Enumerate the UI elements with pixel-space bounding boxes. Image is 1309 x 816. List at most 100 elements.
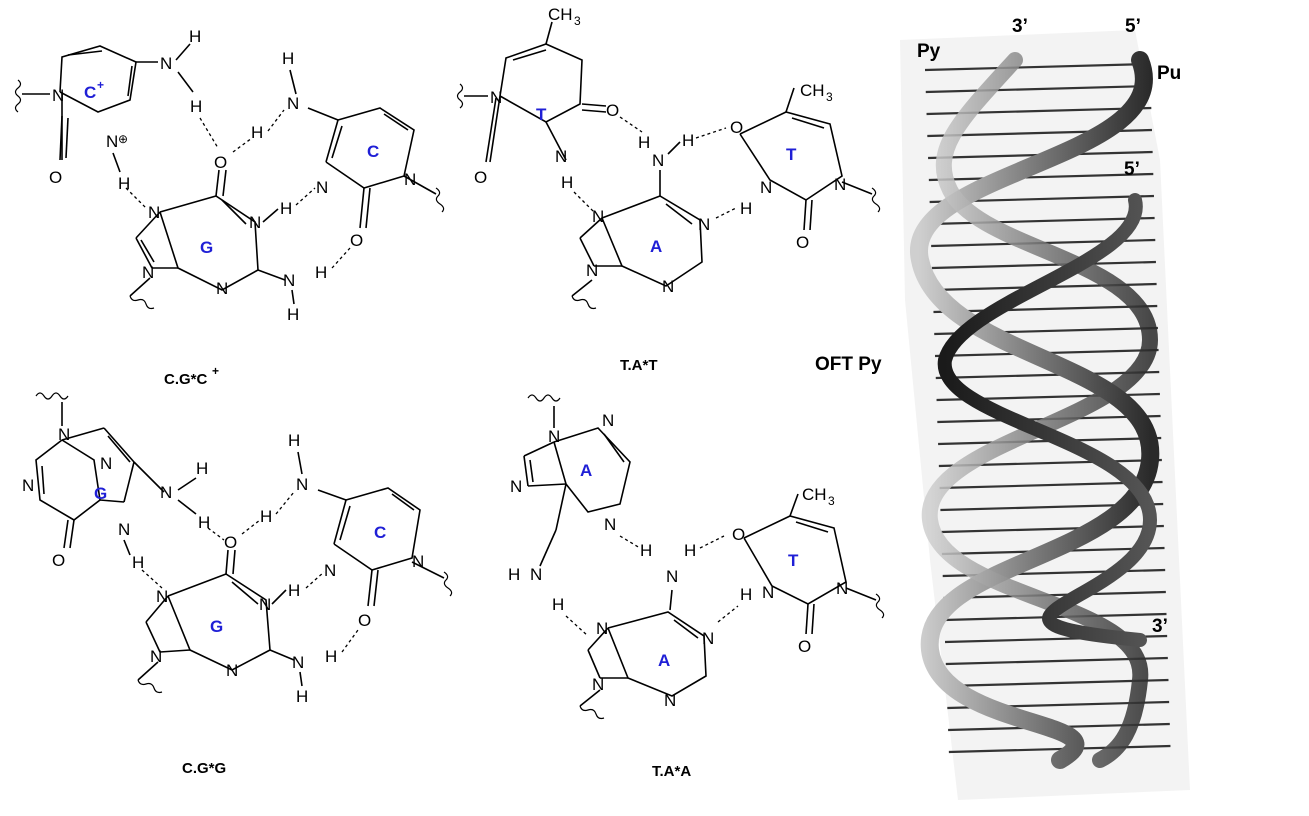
- panel-cgc-plus: N N ⊕ O N H H H C + N N N N O N H H H G: [14, 27, 445, 324]
- base-label-g: G: [210, 617, 223, 636]
- caption-cgc-plus: C.G*C: [164, 371, 208, 388]
- atom-label: CH: [548, 5, 573, 24]
- caption-cgg: C.G*G: [182, 760, 226, 777]
- atom-label: O: [350, 231, 363, 250]
- base-label-a: A: [658, 651, 670, 670]
- atom-label: O: [49, 168, 62, 187]
- atom-label: N: [662, 277, 674, 296]
- atom-label: O: [224, 533, 237, 552]
- helix-rung: [931, 260, 1156, 270]
- atom-label: N: [142, 263, 154, 282]
- atom-label: N: [150, 647, 162, 666]
- base-label-t: T: [536, 105, 547, 124]
- atom-label: N: [664, 691, 676, 710]
- atom-label: H: [260, 507, 272, 526]
- helix-label-5prime-top: 5’: [1125, 16, 1141, 37]
- atom-label: N: [602, 411, 614, 430]
- atom-subscript: 3: [828, 494, 835, 508]
- helix-rung: [943, 590, 1166, 600]
- atom-label: N: [118, 520, 130, 539]
- atom-label: N: [100, 454, 112, 473]
- base-label-c-plus: C: [84, 83, 96, 102]
- helix-rung: [948, 744, 1171, 754]
- charge-label: ⊕: [118, 132, 128, 146]
- helix-label-pu: Pu: [1157, 63, 1181, 84]
- atom-label: H: [684, 541, 696, 560]
- atom-label: H: [315, 263, 327, 282]
- atom-label: N: [148, 203, 160, 222]
- helix-rung: [925, 84, 1151, 94]
- caption-cgc-plus-sup: +: [212, 364, 219, 378]
- helix-rung: [933, 304, 1158, 314]
- atom-label: N: [596, 619, 608, 638]
- atom-label: N: [156, 587, 168, 606]
- base-label-c-plus-sup: +: [97, 78, 104, 92]
- atom-subscript: 3: [574, 14, 581, 28]
- helix-rung: [946, 678, 1169, 688]
- panel-cgg: N N N N N O H H H G N N N N O N H H H G: [22, 392, 453, 706]
- atom-label: N: [666, 567, 678, 586]
- atom-label: H: [198, 513, 210, 532]
- helix-rung: [928, 172, 1154, 182]
- atom-label: O: [52, 551, 65, 570]
- atom-label: H: [132, 553, 144, 572]
- atom-label: H: [280, 199, 292, 218]
- atom-label: H: [640, 541, 652, 560]
- atom-label: H: [287, 305, 299, 324]
- atom-label: N: [762, 583, 774, 602]
- base-label-g: G: [94, 484, 107, 503]
- atom-label: N: [510, 477, 522, 496]
- atom-label: N: [106, 132, 118, 151]
- base-label-t: T: [786, 145, 797, 164]
- atom-label: N: [283, 271, 295, 290]
- atom-label: O: [606, 101, 619, 120]
- atom-label: N: [760, 178, 772, 197]
- caption-taa: T.A*A: [652, 763, 691, 780]
- atom-label: N: [404, 170, 416, 189]
- atom-label: H: [189, 27, 201, 46]
- atom-label: N: [555, 147, 567, 166]
- atom-label: N: [490, 88, 502, 107]
- helix-strand-oft-py: [937, 193, 1158, 647]
- panel-taa: N N N N N H H A H N H H N N N N A C: [508, 394, 885, 720]
- atom-label: CH: [802, 485, 827, 504]
- atom-label: N: [287, 94, 299, 113]
- atom-label: H: [196, 459, 208, 478]
- atom-label: N: [292, 653, 304, 672]
- atom-label: N: [160, 483, 172, 502]
- atom-label: H: [561, 173, 573, 192]
- atom-label: N: [58, 425, 70, 444]
- atom-label: N: [836, 579, 848, 598]
- atom-label: H: [508, 565, 520, 584]
- atom-label: N: [249, 213, 261, 232]
- atom-label: CH: [800, 81, 825, 100]
- helix-label-3prime-bottom: 3’: [1152, 616, 1168, 637]
- atom-label: N: [702, 629, 714, 648]
- atom-label: H: [740, 199, 752, 218]
- helix-label-3prime-top: 3’: [1012, 16, 1028, 37]
- atom-label: H: [638, 133, 650, 152]
- atom-label: O: [732, 525, 745, 544]
- atom-label: N: [52, 86, 64, 105]
- helix-label-py: Py: [917, 41, 941, 62]
- atom-label: N: [22, 476, 34, 495]
- atom-label: H: [325, 647, 337, 666]
- atom-label: O: [798, 637, 811, 656]
- atom-label: N: [530, 565, 542, 584]
- atom-label: O: [474, 168, 487, 187]
- base-label-a: A: [580, 461, 592, 480]
- atom-label: O: [730, 118, 743, 137]
- helix-rung: [930, 216, 1155, 226]
- base-label-c: C: [374, 523, 386, 542]
- atom-label: N: [586, 261, 598, 280]
- atom-label: H: [288, 431, 300, 450]
- atom-label: H: [740, 585, 752, 604]
- atom-label: N: [604, 515, 616, 534]
- atom-label: H: [552, 595, 564, 614]
- atom-subscript: 3: [826, 90, 833, 104]
- atom-label: N: [592, 675, 604, 694]
- atom-label: H: [190, 97, 202, 116]
- atom-label: N: [226, 661, 238, 680]
- atom-label: N: [698, 215, 710, 234]
